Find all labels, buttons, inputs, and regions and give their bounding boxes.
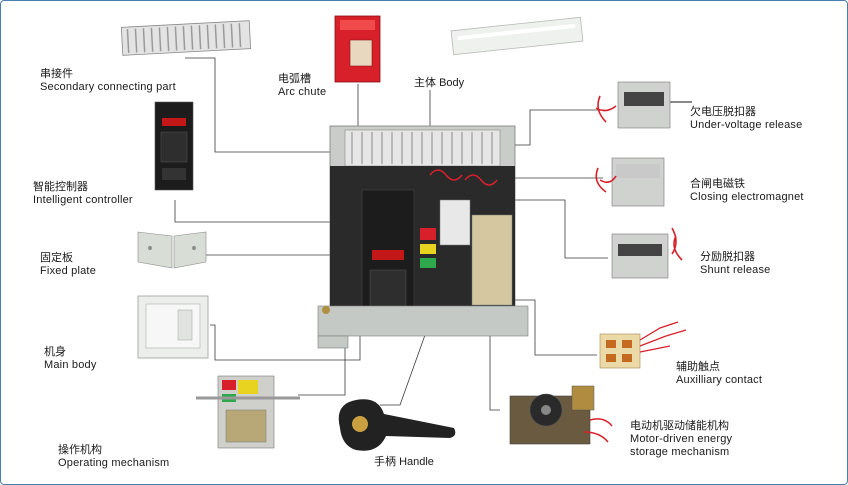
label-en: Under-voltage release — [690, 119, 803, 131]
label-en: Main body — [44, 359, 97, 371]
label-en: Intelligent controller — [33, 194, 133, 206]
label-zh: 机身 — [44, 346, 66, 358]
auxiliary-contact-icon — [599, 321, 687, 369]
label-zh: 操作机构 — [58, 444, 102, 456]
label-auxiliary-contact: 辅助触点 Auxilliary contact — [676, 361, 762, 387]
label-main-body: 机身 Main body — [44, 346, 97, 372]
label-en: Body — [439, 77, 465, 89]
main-body-frame-icon — [137, 295, 209, 359]
label-closing-electromagnet: 合闸电磁铁 Closing electromagnet — [690, 178, 804, 204]
label-en: Operating mechanism — [58, 457, 170, 469]
label-zh: 电动机驱动储能机构 — [630, 420, 729, 432]
label-en: Closing electromagnet — [690, 191, 804, 203]
label-fixed-plate: 固定板 Fixed plate — [40, 252, 96, 278]
motor-mechanism-icon — [509, 385, 613, 445]
label-en: Arc chute — [278, 86, 327, 98]
label-secondary-connecting-part: 串接件 Secondary connecting part — [40, 68, 176, 94]
breaker-body-icon — [317, 125, 529, 349]
label-zh: 合闸电磁铁 — [690, 178, 745, 190]
label-arc-chute: 电弧槽 Arc chute — [278, 73, 326, 99]
label-zh: 主体 — [414, 77, 436, 89]
busbar-rod-icon — [450, 16, 584, 56]
label-en: Secondary connecting part — [40, 81, 176, 93]
label-motor-driven-mechanism: 电动机驱动储能机构 Motor-driven energy storage me… — [630, 420, 732, 459]
label-en: Handle — [399, 456, 434, 468]
fixed-plate-icon — [137, 231, 207, 269]
label-shunt-release: 分励脱扣器 Shunt release — [700, 251, 770, 277]
controller-icon — [154, 101, 194, 191]
label-intelligent-controller: 智能控制器 Intelligent controller — [33, 181, 133, 207]
label-en: Fixed plate — [40, 265, 97, 277]
label-zh: 固定板 — [40, 252, 73, 264]
label-zh: 串接件 — [40, 68, 73, 80]
label-zh: 手柄 — [374, 456, 396, 468]
label-under-voltage-release: 欠电压脱扣器 Under-voltage release — [690, 106, 802, 132]
handle-icon — [338, 399, 456, 451]
secondary-connector-icon — [120, 20, 252, 56]
label-zh: 辅助触点 — [676, 361, 720, 373]
label-operating-mechanism: 操作机构 Operating mechanism — [58, 444, 169, 470]
label-en-line2: storage mechanism — [630, 446, 730, 458]
operating-mechanism-icon — [196, 375, 300, 449]
label-en: Shunt release — [700, 264, 771, 276]
undervoltage-release-icon — [595, 81, 692, 129]
label-zh: 智能控制器 — [33, 181, 88, 193]
label-zh: 欠电压脱扣器 — [690, 106, 756, 118]
label-zh: 分励脱扣器 — [700, 251, 755, 263]
leader-lines — [174, 57, 608, 411]
label-body: 主体 Body — [414, 77, 464, 90]
arc-chute-icon — [334, 15, 381, 83]
closing-electromagnet-icon — [595, 157, 665, 207]
label-handle: 手柄 Handle — [374, 456, 434, 469]
label-en: Motor-driven energy — [630, 433, 733, 445]
label-en: Auxilliary contact — [676, 374, 763, 386]
label-zh: 电弧槽 — [278, 73, 311, 85]
shunt-release-icon — [611, 227, 683, 279]
